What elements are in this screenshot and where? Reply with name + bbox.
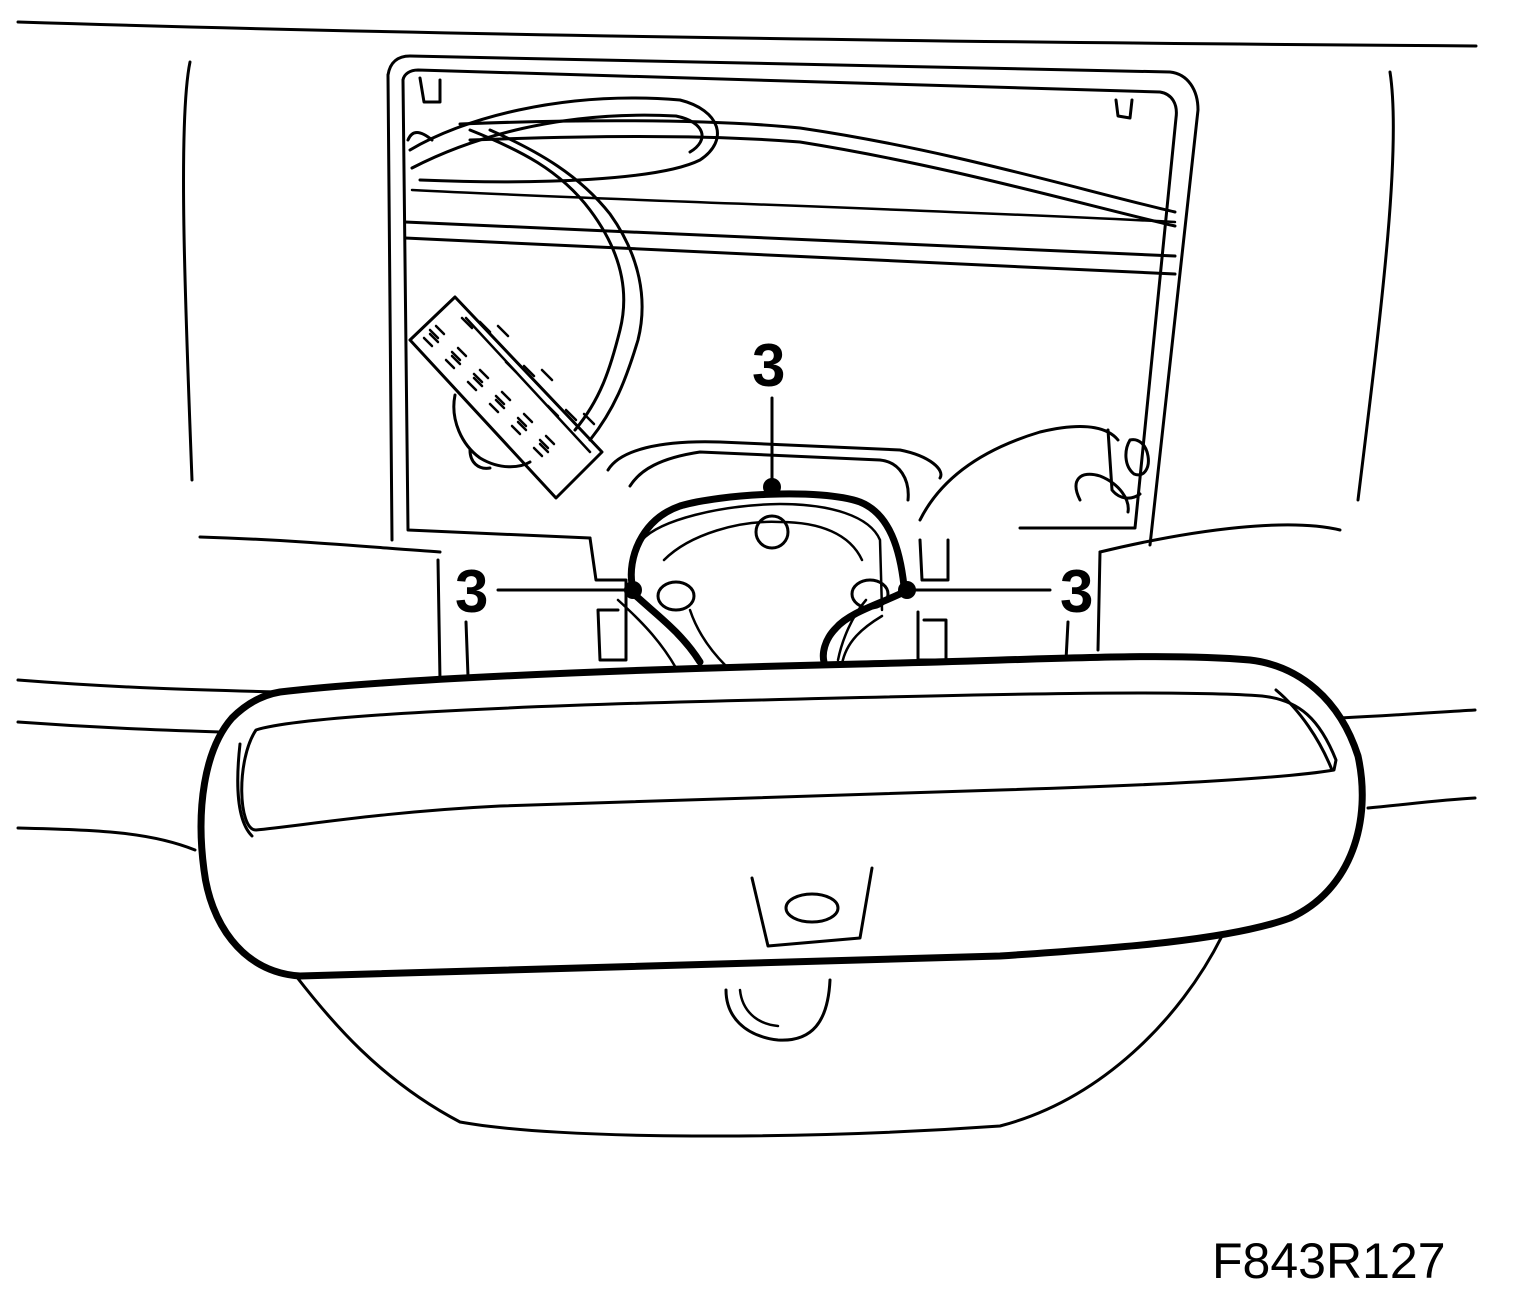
roof-opening-frame — [386, 54, 1200, 547]
callout-dot-right — [898, 581, 916, 599]
headliner-lines — [16, 20, 1478, 852]
callout-label-top: 3 — [752, 332, 785, 399]
connector-pins — [422, 316, 596, 458]
interior-lamp-housing — [197, 653, 1366, 1138]
callout-dot-left — [624, 581, 642, 599]
screw-hole-left — [656, 580, 696, 612]
screw-hole-top — [754, 514, 790, 550]
callout-label-left: 3 — [455, 558, 488, 625]
callout-dot-top — [763, 478, 781, 496]
mounting-bracket — [588, 425, 1150, 670]
callout-leaders — [496, 396, 1052, 599]
electrical-connector — [408, 295, 604, 500]
wiring-harness — [406, 96, 1177, 442]
figure-id: F843R127 — [1212, 1233, 1446, 1289]
callout-label-right: 3 — [1060, 558, 1093, 625]
lamp-switch — [784, 892, 840, 924]
